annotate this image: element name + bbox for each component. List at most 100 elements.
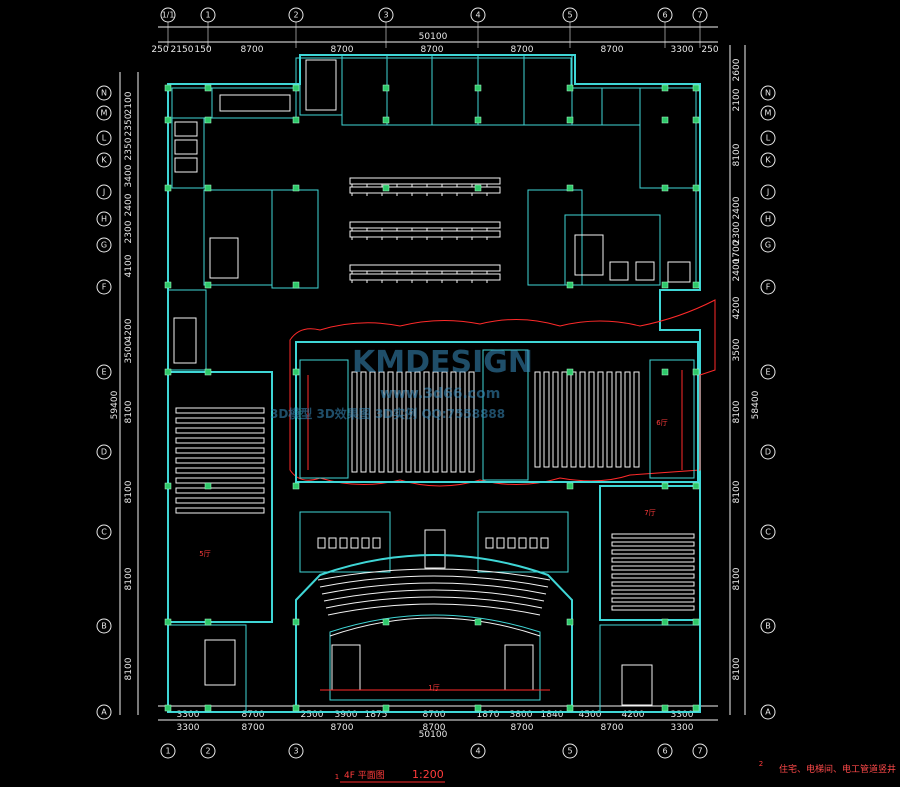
top-rooms [171,54,697,189]
dim-left: 3400 [124,164,134,187]
seat-arc [319,575,549,588]
seat-row [611,549,695,555]
axis-bubble-top: 3 [378,7,394,48]
axis-bubble-left: A [96,704,112,720]
axis-bubble-top: 2 [288,7,304,48]
axis-circle [760,237,776,253]
axis-circle [760,524,776,540]
axis-bubble-right: H [760,211,776,227]
column [292,618,300,626]
dim-bottom-row1: 4200 [622,710,645,720]
seat-arc [325,596,543,609]
column [204,704,212,712]
dim-right: 2100 [732,88,742,111]
seat-column [441,371,448,473]
axis-circle [96,211,112,227]
column [566,281,574,289]
axis-circle [760,279,776,295]
axis-circle [96,85,112,101]
column [164,368,172,376]
axis-bubble-bottom: 7 [692,743,708,759]
axis-circle [760,704,776,720]
axis-label-right: J [766,188,769,197]
dim-top: 150 [194,45,211,55]
seat-row [611,589,695,595]
axis-label-bottom: 7 [697,747,702,756]
dim-bottom-row2: 8700 [423,723,446,733]
column [474,618,482,626]
dim-bottom-row2: 3300 [671,723,694,733]
axis-bubble-top: 5 [562,7,578,48]
dim-top: 250 [701,45,718,55]
dim-top: 8700 [241,45,264,55]
axis-label-left: B [101,622,107,631]
axis-circle [96,279,112,295]
axis-circle [96,130,112,146]
axis-bubble-right: D [760,444,776,460]
axis-circle [96,105,112,121]
dim-right: 8100 [732,567,742,590]
axis-bubble-right: E [760,364,776,380]
seat-row [611,597,695,603]
axis-bubble-right: L [760,130,776,146]
seat-row [611,541,695,547]
axis-label-right: F [766,283,771,292]
axis-label-right: A [765,708,771,717]
dim-left: 2100 [124,91,134,114]
dim-top: 250 [151,45,168,55]
column [204,618,212,626]
column [566,704,574,712]
column [474,704,482,712]
seat-column [423,371,430,473]
hall-6-aisle [482,349,529,481]
seat-column [378,371,385,473]
seat-row [349,177,501,185]
dim-bottom-row1: 3300 [177,710,200,720]
axis-bubble-right: B [760,618,776,634]
room-label-hall-5: 5厅 [199,550,210,558]
axis-bubble-right: A [760,704,776,720]
column [474,84,482,92]
seat-column [561,371,568,468]
dim-bottom-row2: 3300 [177,723,200,733]
axis-label-left: E [101,368,106,377]
dim-top: 3300 [671,45,694,55]
column [692,84,700,92]
hall-6 [295,341,699,483]
dim-top: 8700 [601,45,624,55]
dim-right: 8100 [732,143,742,166]
axis-circle [96,618,112,634]
axis-label-bottom: 2 [205,747,210,756]
column [566,116,574,124]
column [204,482,212,490]
dim-bottom-row1: 8700 [242,710,265,720]
axis-label-top: 6 [662,11,667,20]
dim-right: 8100 [732,400,742,423]
column [292,184,300,192]
axis-bubble-top: 7 [692,7,708,48]
seat-column [543,371,550,468]
dim-bottom-row1: 8700 [423,710,446,720]
column [164,618,172,626]
axis-circle [288,743,304,759]
column [292,84,300,92]
axis-bubble-bottom: 6 [657,743,673,759]
bottom-stairs [167,624,701,713]
axis-circle [760,211,776,227]
seat-row [611,557,695,563]
column [204,281,212,289]
dim-right: 1700 [732,240,742,263]
axis-circle [760,618,776,634]
axis-bubble-left: H [96,211,112,227]
axis-bubble-right: G [760,237,776,253]
seat-row [175,407,265,414]
dim-bottom-row1: 4500 [579,710,602,720]
hall-1-seats [317,568,551,637]
axis-bubble-left: M [96,105,112,121]
axis-bubble-left: B [96,618,112,634]
axis-label-left: J [102,188,105,197]
seat-column [405,371,412,473]
column [474,116,482,124]
seat-row [611,573,695,579]
